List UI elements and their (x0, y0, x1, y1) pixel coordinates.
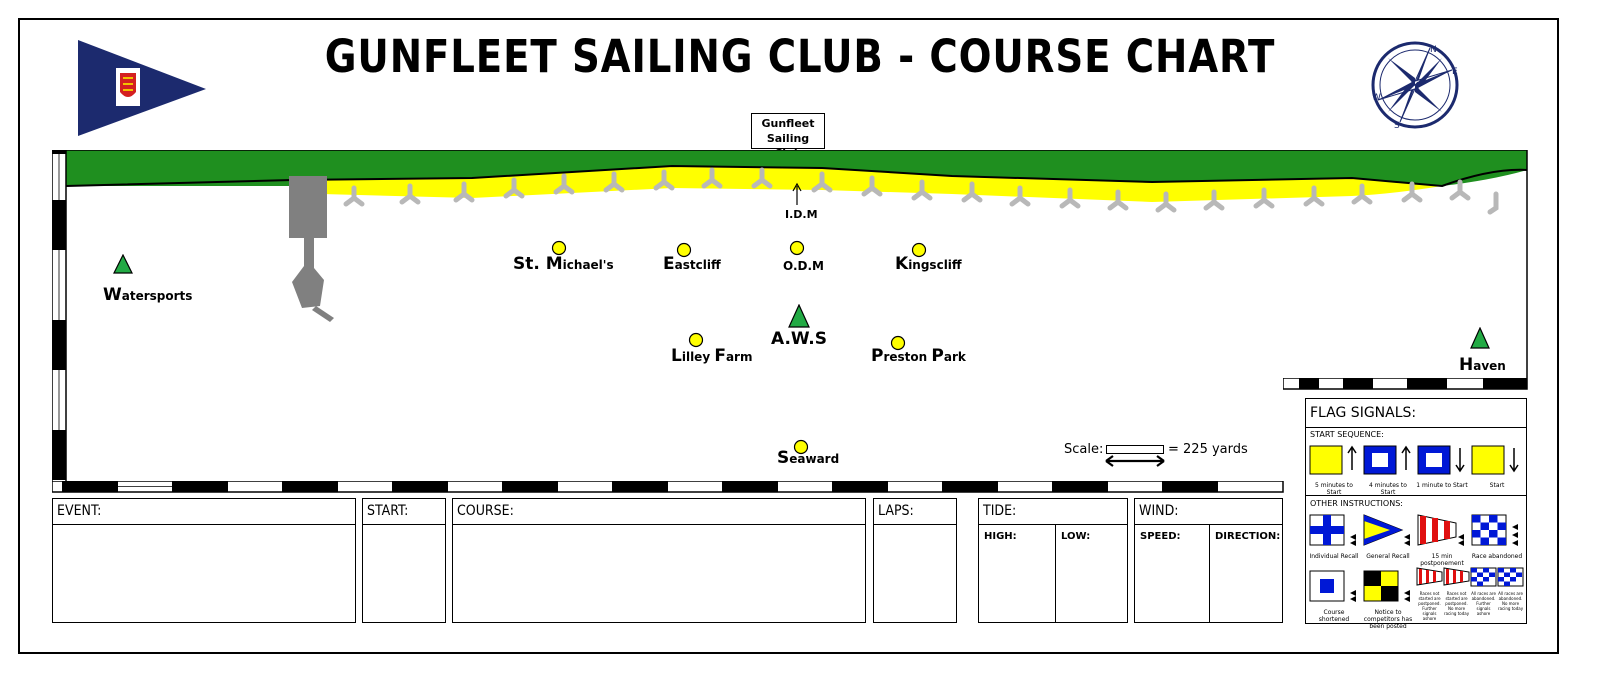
tide-low-label: LOW: (1061, 531, 1091, 542)
flag-cell-n-h: All races are abandoned. No more racing … (1497, 567, 1524, 623)
buoy-mark-eastcliff (676, 242, 692, 258)
other-instructions-title: OTHER INSTRUCTIONS: (1310, 499, 1403, 508)
flag-ap-a-icon (1416, 567, 1443, 586)
club-label: Gunfleet Sailing Club (751, 113, 825, 160)
tide-divider (1055, 525, 1056, 623)
buoy-mark-st-michaels (551, 240, 567, 256)
flag-cell-ap-a: Races not started are postponed. Further… (1416, 567, 1443, 623)
wind-speed-label: SPEED: (1140, 531, 1181, 542)
section-divider (1306, 495, 1526, 496)
svg-text:E: E (1452, 67, 1458, 77)
flag-n-a-icon (1470, 567, 1497, 587)
svg-text:S: S (1394, 121, 1400, 131)
flag-ap-icon (1417, 514, 1464, 546)
flag-cell-n-a: All races are abandoned. Further signals… (1470, 567, 1497, 623)
buoy-mark-kingscliff (911, 242, 927, 258)
flag-cell-postponement: 15 min postponement (1416, 511, 1468, 567)
triangle-mark-watersports (113, 254, 133, 274)
scale-label: Scale: (1064, 442, 1104, 457)
tide-box[interactable]: TIDE: HIGH: LOW: (978, 498, 1128, 623)
buoy-mark-seaward (793, 439, 809, 455)
mark-label-seaward: Seaward (777, 448, 840, 468)
mark-label-preston-park: Preston Park (871, 346, 966, 366)
flag-cell-start: Start (1470, 442, 1524, 492)
flag-start-icon (1471, 445, 1519, 475)
buoy-mark-odm (789, 240, 805, 256)
wind-box[interactable]: WIND: SPEED: DIRECTION: (1134, 498, 1283, 623)
flag-n-icon (1471, 514, 1518, 546)
start-box[interactable]: START: (362, 498, 446, 623)
scale-bar (1106, 445, 1164, 454)
mark-label-eastcliff: Eastcliff (663, 254, 721, 274)
wind-direction-label: DIRECTION: (1215, 531, 1281, 542)
course-map (52, 150, 1528, 492)
mark-label-lilley-farm: Lilley Farm (671, 346, 753, 366)
mark-label-st-michaels: St. Michael's (513, 254, 614, 274)
flag-l-icon (1363, 570, 1410, 602)
svg-text:N: N (1430, 45, 1437, 55)
chart-frame (18, 18, 1559, 654)
flag-first-substitute-icon (1363, 514, 1410, 546)
title-divider (1306, 427, 1526, 428)
flag-signals-title: FLAG SIGNALS: (1310, 405, 1417, 421)
mark-label-kingscliff: Kingscliff (895, 254, 962, 274)
flag-signals-panel: FLAG SIGNALS: START SEQUENCE: 5 minutes … (1305, 398, 1527, 630)
flag-cell-4min: 4 minutes to Start (1362, 442, 1414, 496)
flag-cell-ap-h: Races not started are postponed. No more… (1443, 567, 1470, 623)
triangle-mark-haven (1470, 327, 1490, 349)
start-sequence-title: START SEQUENCE: (1310, 430, 1384, 439)
flag-p-icon (1309, 445, 1357, 475)
wind-divider (1209, 525, 1210, 623)
scale-strip-right (1283, 378, 1528, 390)
svg-text:W: W (1372, 93, 1381, 103)
flag-cell-general-recall: General Recall (1362, 511, 1414, 563)
scale-value: = 225 yards (1168, 442, 1248, 457)
scale-strip-bottom (52, 481, 1284, 493)
flag-cell-course-shortened: Course shortened (1308, 567, 1360, 623)
mark-label-aws: A.W.S (771, 329, 827, 349)
laps-box[interactable]: LAPS: (873, 498, 957, 623)
flag-p-blue-icon (1363, 445, 1411, 475)
buoy-mark-preston-park (890, 335, 906, 351)
mark-label-odm: O.D.M (783, 259, 824, 273)
flag-n-h-icon (1497, 567, 1524, 587)
tide-high-label: HIGH: (984, 531, 1017, 542)
double-arrow-icon (1105, 455, 1165, 467)
triangle-mark-aws (788, 304, 810, 328)
mark-label-haven: Haven (1459, 355, 1506, 375)
burgee-icon (78, 40, 206, 136)
mark-label-watersports: Watersports (103, 285, 193, 305)
buoy-mark-lilley-farm (688, 332, 704, 348)
flag-x-icon (1309, 514, 1356, 546)
flag-ap-h-icon (1443, 567, 1470, 586)
course-box[interactable]: COURSE: (452, 498, 866, 623)
flag-p-blue-down-icon (1417, 445, 1465, 475)
mark-label-idm: I.D.M (785, 208, 818, 221)
flag-cell-race-abandoned: Race abandoned (1470, 511, 1524, 563)
flag-cell-individual-recall: Individual Recall (1308, 511, 1360, 563)
page-title: GUNFLEET SAILING CLUB - COURSE CHART (324, 30, 1276, 83)
flag-cell-notice: Notice to competitors has been posted (1362, 567, 1414, 630)
event-box[interactable]: EVENT: (52, 498, 356, 623)
flag-cell-1min: 1 minute to Start (1416, 442, 1468, 492)
compass-rose-icon: N E S W (1371, 41, 1459, 131)
flag-cell-5min: 5 minutes to Start (1308, 442, 1360, 496)
flag-s-icon (1309, 570, 1356, 602)
